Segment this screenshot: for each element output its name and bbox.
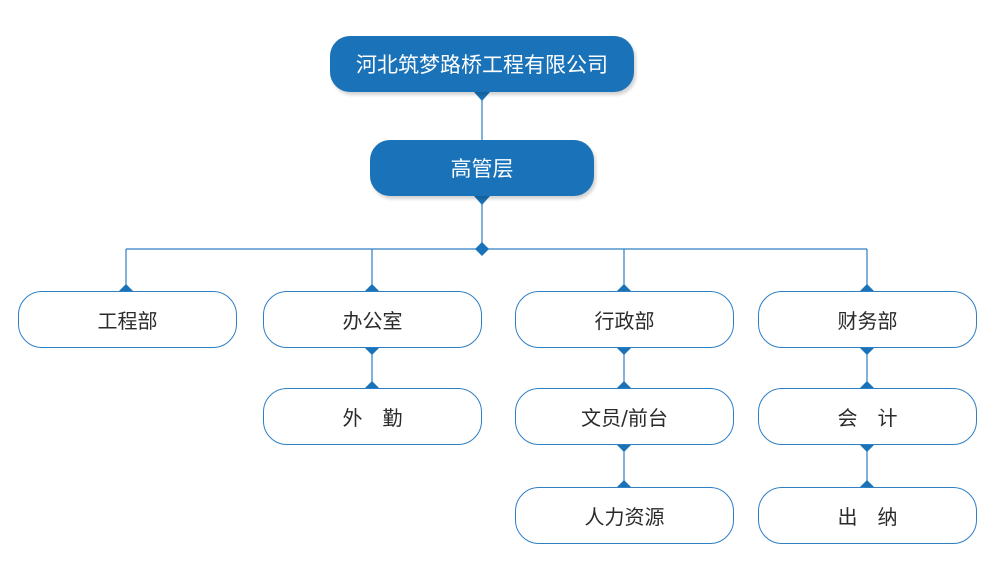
node-office: 办公室 bbox=[263, 291, 482, 348]
node-admin: 行政部 bbox=[515, 291, 734, 348]
node-accountant: 会 计 bbox=[758, 388, 977, 445]
node-cashier: 出 纳 bbox=[758, 487, 977, 544]
pointer-exec bbox=[474, 196, 490, 205]
node-company: 河北筑梦路桥工程有限公司 bbox=[330, 36, 634, 92]
node-field: 外 勤 bbox=[263, 388, 482, 445]
node-executive: 高管层 bbox=[370, 140, 594, 196]
pointer-root bbox=[474, 92, 490, 101]
node-engineering: 工程部 bbox=[18, 291, 237, 348]
node-finance: 财务部 bbox=[758, 291, 977, 348]
diamond-bus bbox=[475, 242, 489, 256]
node-hr: 人力资源 bbox=[515, 487, 734, 544]
node-clerk: 文员/前台 bbox=[515, 388, 734, 445]
